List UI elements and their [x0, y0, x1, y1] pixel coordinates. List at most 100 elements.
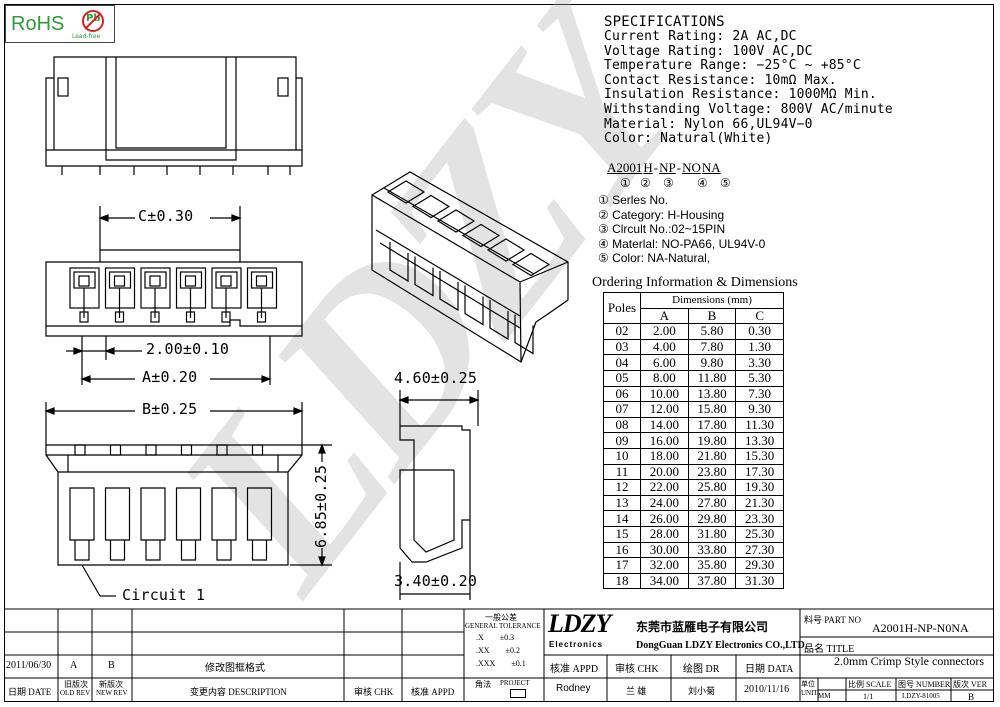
dim-pitch [66, 336, 142, 385]
date-value: 2010/11/16 [744, 684, 790, 695]
chk-label: 审核 CHK [615, 664, 659, 675]
bottom-slot-foot [74, 540, 90, 561]
tolerance-row: .X ±0.3 [476, 633, 515, 642]
contact-pin [184, 275, 197, 287]
contact-pin [255, 275, 268, 287]
table-cell: 16.00 [640, 432, 689, 449]
scale-label: 比例 SCALE [848, 680, 892, 689]
ordering-title: Ordering Information & Dimensions [592, 275, 798, 290]
angle-label: 角法 [475, 680, 491, 689]
table-cell: 18 [603, 572, 641, 590]
table-cell: 11.30 [735, 416, 784, 434]
appd-label: 核准 APPD [550, 664, 599, 675]
rev-old: A [70, 660, 78, 671]
tolerance-row: .XXX ±0.1 [476, 659, 526, 668]
bottom-notch [145, 444, 157, 456]
bottom-slot [211, 487, 237, 541]
hdr-old-rev: 旧版次 [64, 680, 88, 689]
tolerance-rows: .X ±0.3 .XX ±0.2 .XXX ±0.1 [476, 633, 526, 672]
dim-b [44, 402, 304, 445]
contact-pin [220, 275, 232, 287]
part-code-mark: ④ [697, 176, 708, 190]
iso-cavity-front [464, 285, 484, 326]
bottom-slot-foot [216, 540, 232, 561]
hdr-description: 变更内容 DESCRIPTION [190, 687, 287, 697]
spec-line: Material: Nylon 66,UL94V−0 [604, 116, 813, 132]
circuit-1-leader [81, 564, 116, 597]
table-cell: 23.80 [687, 463, 737, 481]
iso-cavity-top [436, 209, 476, 233]
bottom-slot [104, 487, 131, 541]
spec-line: Insulation Resistance: 1000MΩ Min. [604, 87, 877, 103]
company-name-cn: 东莞市蓝雁电子有限公司 [636, 620, 769, 634]
table-cell: 31.30 [735, 572, 784, 590]
tolerance-title: 一般公差 [485, 613, 517, 622]
spec-line: Current Rating: 2A AC,DC [604, 29, 797, 44]
spec-line: Voltage Rating: 100V AC,DC [604, 43, 813, 59]
dim-a [80, 336, 272, 385]
part-code-segment: A2001 [607, 160, 643, 175]
isometric-cavities [386, 180, 551, 355]
company-name-en: DongGuan LDZY Electronics CO.,LTD. [636, 640, 808, 651]
bottom-view [45, 444, 303, 566]
date-label: 日期 DATA [745, 664, 794, 675]
part-code-mark: ① [620, 176, 631, 190]
table-cell: 25.80 [687, 479, 737, 496]
part-code-segment: NO [682, 160, 701, 175]
table-cell: 15 [603, 525, 641, 543]
contact-tab [256, 311, 267, 323]
bottom-notch [251, 444, 264, 456]
front-view-contacts [69, 267, 278, 323]
table-cell: 7.30 [735, 385, 784, 403]
top-view [45, 56, 303, 175]
number-label: 图号 NUMBER [898, 680, 951, 689]
dim-pitch-label: 2.00±0.10 [146, 340, 230, 358]
dr-label: 绘图 DR [683, 664, 720, 675]
bottom-view-slots [69, 444, 273, 561]
scale-value: 1/1 [863, 692, 874, 701]
bottom-slot [175, 487, 202, 541]
dr-name: 刘小菊 [688, 686, 716, 696]
iso-cavity-top [411, 194, 451, 219]
ver-label: 版次 VER [953, 680, 987, 689]
contact-tab [114, 311, 125, 323]
table-cell: 27.80 [687, 494, 737, 512]
rev-date: 2011/06/30 [6, 660, 52, 671]
table-cell: 02 [603, 323, 641, 340]
table-cell: 04 [603, 354, 641, 371]
iso-cavity-top [386, 180, 426, 204]
part-code-legend-item: ⑤ Color: NA-Natural, [598, 251, 711, 265]
bottom-notch [109, 444, 122, 456]
tolerance-row: .XX ±0.2 [476, 646, 520, 655]
part-code-mark: ⑤ [720, 176, 731, 190]
table-cell: 19.80 [687, 432, 737, 449]
table-cell: 27.30 [735, 541, 784, 559]
part-code-segment: - [653, 160, 659, 175]
bottom-slot-foot [145, 540, 161, 561]
hdr-date: 日期 DATE [8, 687, 52, 697]
iso-cavity-front [489, 300, 509, 341]
circuit-1-label: Circuit 1 [122, 586, 206, 604]
table-cell: 0.30 [735, 323, 784, 340]
part-code-legend-item: ③ Clrcult No.:02~15PIN [598, 222, 726, 236]
tolerance-title-en: GENERAL TOLERANCE [465, 622, 541, 630]
appd-name: Rodney [556, 683, 591, 694]
unit-value: MM [818, 692, 831, 700]
dim-side-width-label: 4.60±0.25 [394, 369, 478, 387]
lead-free-text: Lead-free [72, 33, 101, 40]
table-cell: 35.80 [687, 557, 737, 574]
unit-label: 单位 UNIT [801, 680, 818, 697]
drawing-frame [4, 4, 994, 702]
table-cell: 31.80 [687, 525, 737, 543]
table-cell: 37.80 [687, 572, 737, 590]
part-code-legend-item: ④ Materlal: NO-PA66, UL94V-0 [598, 236, 766, 251]
part-code-segment: NA [701, 160, 721, 175]
bottom-slot [246, 487, 273, 541]
table-cell: 34.00 [640, 572, 689, 590]
table-cell: 15.30 [735, 447, 784, 465]
dim-height [290, 443, 332, 567]
